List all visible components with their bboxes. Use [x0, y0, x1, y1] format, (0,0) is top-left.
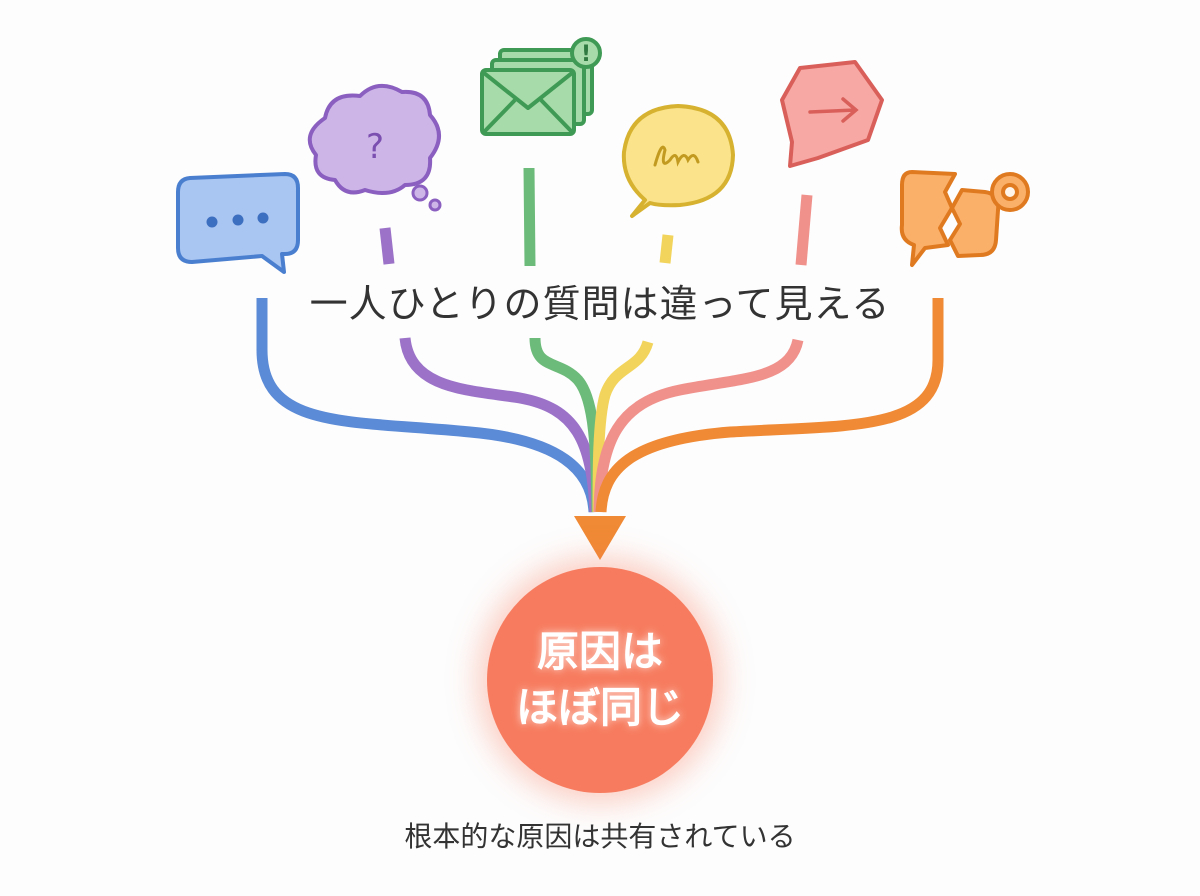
headline: 一人ひとりの質問は違って見える	[300, 276, 900, 332]
question-mark: ?	[366, 127, 384, 167]
chat-bubble-icon	[176, 172, 300, 274]
broken-bubble-gear-icon	[899, 170, 1030, 267]
flow-line-orange	[595, 298, 944, 513]
arrow-hexagon-icon	[780, 60, 884, 168]
handwriting-bubble-icon	[621, 104, 735, 218]
flow-line-pink	[593, 194, 813, 513]
root-cause-line1: 原因は	[536, 627, 663, 676]
arrow-head-icon	[574, 516, 626, 560]
root-cause-circle: 原因は ほぼ同じ	[487, 567, 713, 793]
flow-line-blue	[256, 298, 600, 513]
envelope-stack-icon	[480, 37, 602, 136]
thought-question-icon: ?	[307, 84, 442, 212]
flow-line-purple	[379, 227, 601, 513]
root-cause-line2: ほぼ同じ	[515, 683, 684, 732]
caption: 根本的な原因は共有されている	[404, 820, 796, 853]
alert-mark: !	[581, 42, 591, 67]
